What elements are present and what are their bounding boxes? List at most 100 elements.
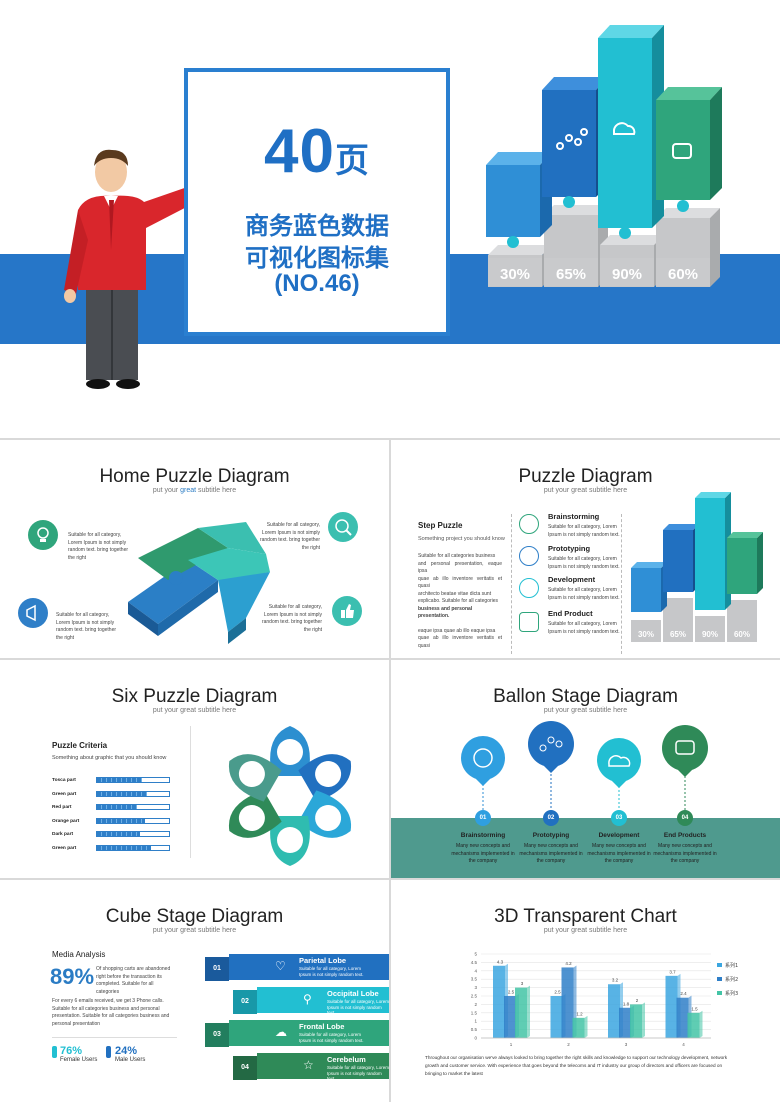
megaphone-icon [18,598,48,628]
slide-subtitle: put your great subtitle here [152,927,237,934]
bar-side [584,1015,588,1038]
slide-ballon-stage[interactable]: Ballon Stage Diagram put your great subt… [391,660,780,878]
legend-label: 系列3 [725,990,738,997]
male-icon [106,1046,111,1058]
legend-swatch [717,963,722,967]
criteria-label: Tosca part [52,778,76,783]
bar-side [699,1010,703,1038]
x-tick-label: 1 [510,1042,513,1047]
text-bottom-left: Suitable for all category,Lorem Ipsum is… [56,612,117,641]
criteria-progress-fill [97,845,151,850]
criteria-row: Orange part [52,817,182,831]
cube-stage-number: 01 [205,957,229,981]
search-icon [328,512,358,542]
divider [190,726,191,858]
slide-home-puzzle[interactable]: Home Puzzle Diagram put your great subti… [0,440,389,658]
slide-title: Home Puzzle Diagram [99,466,290,487]
y-tick-label: 0 [474,1036,477,1041]
divider [52,1037,177,1038]
y-tick-label: 5 [474,952,477,957]
item-prototyping: Prototyping Suitable for all category, L… [548,544,620,570]
female-icon [52,1046,57,1058]
slide-title: Six Puzzle Diagram [111,686,278,707]
female-label: Female Users [60,1057,98,1063]
bar [504,996,516,1038]
cover-slide[interactable]: 40页 商务蓝色数据 可视化图标集 (NO.46) 30% 65% 90% [0,0,780,438]
slide-subtitle: put your great subtitle here [152,707,237,714]
male-percent: 24% [115,1045,138,1057]
bar [493,965,505,1038]
cover-pct-2: 65% [544,258,598,286]
data-label: 3 [521,981,524,986]
cube-stage-title: Cerebelum [327,1055,366,1064]
item-development: Development Suitable for all category, L… [548,575,620,601]
bar [515,987,527,1038]
lightbulb-icon [28,520,58,550]
bar-side [642,1002,645,1038]
slide-puzzle-diagram[interactable]: Puzzle Diagram put your great subtitle h… [391,440,780,658]
data-label: 1.8 [623,1001,630,1006]
cube-stage-title: Parietal Lobe [299,956,347,965]
text-top-right: Suitable for all category,Lorem Ipsum is… [259,522,320,551]
brain-icon [519,514,539,534]
bar [630,1004,642,1038]
criteria-progress-bar [96,804,170,810]
star-icon: ☆ [303,1058,314,1072]
step-intro: Something project you should know [418,536,505,542]
criteria-label: Green part [52,791,77,797]
slide-title: Cube Stage Diagram [105,906,284,927]
cube-stage-title: Occipital Lobe [327,989,379,998]
nodes-icon [519,546,539,566]
legend-label: 系列2 [725,976,738,983]
slide-cube-stage[interactable]: Cube Stage Diagram put your great subtit… [0,880,389,1102]
slide-3d-chart[interactable]: 3D Transparent Chart put your great subt… [391,880,780,1102]
mini-3d-bars [631,492,763,642]
x-tick-label: 3 [625,1042,628,1047]
footer-text: Throughout our organisation we've always… [425,1055,728,1076]
criteria-row: Red part [52,803,182,817]
criteria-row: Green part [52,844,182,858]
data-label: 1.5 [691,1006,698,1011]
text-top-left: Suitable for all category,Lorem Ipsum is… [68,532,129,561]
criteria-row: Green part [52,790,182,804]
criteria-label: Green part [52,845,77,851]
cube-stage-desc: Suitable for all category, Lorem [299,1032,361,1037]
criteria-progress-fill [97,778,142,782]
slide-subtitle: put your great subtitle here [152,487,237,494]
cover-line-3: (NO.46) [274,270,360,297]
slide-six-puzzle[interactable]: Six Puzzle Diagram put your great subtit… [0,660,389,878]
criteria-progress-bar [96,790,170,797]
cube-stage-desc: Suitable for all category, Lorem [327,1065,389,1070]
slide-title: Ballon Stage Diagram [493,686,678,707]
thumbs-up-icon [332,596,362,626]
criteria-label: Dark part [52,832,74,837]
y-tick-label: 3.5 [471,977,478,982]
car-icon [519,612,539,632]
bar [619,1007,631,1038]
x-tick-label: 4 [682,1042,685,1047]
mini-pct-4: 60% [733,630,750,639]
male-label: Male Users [115,1057,146,1063]
mini-pct-2: 65% [669,630,686,639]
criteria-row: Dark part [52,830,182,844]
divider [621,514,622,654]
media-paragraph: For every 6 emails received, we get 3 Ph… [52,998,170,1027]
step-title: Step Puzzle [418,521,463,530]
cube-stage-number: 03 [205,1023,229,1047]
x-tick-label: 2 [567,1042,570,1047]
cube-stage-desc: Ipsum is not simply random text. [327,1071,382,1081]
data-label: 3.2 [612,978,619,983]
slide-subtitle: put your great subtitle here [543,707,628,714]
y-tick-label: 4.5 [471,960,478,965]
bar [687,1012,700,1038]
y-tick-label: 0.5 [471,1027,478,1032]
